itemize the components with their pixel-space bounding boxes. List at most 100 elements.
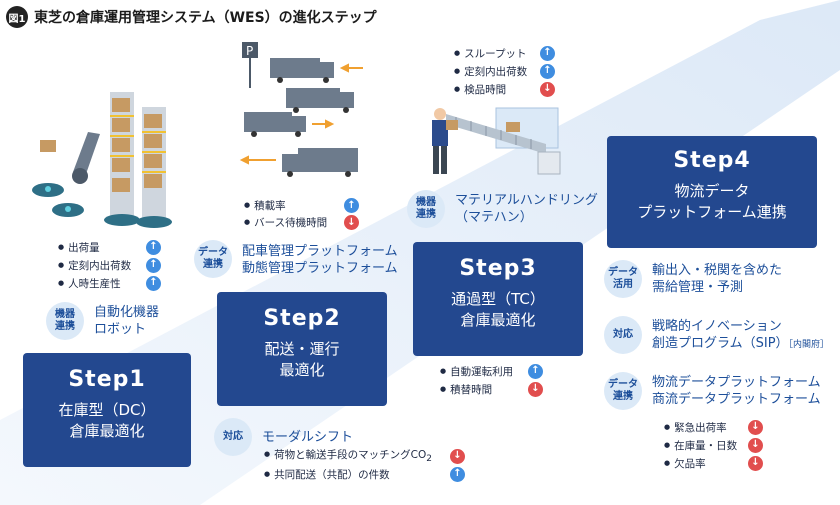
metric-row: 積替時間 ↓ bbox=[440, 380, 543, 398]
step3-pill-text: マテリアルハンドリング （マテハン） bbox=[455, 192, 598, 226]
pill-text-line: 物流データプラットフォーム bbox=[652, 375, 821, 390]
step-desc: 通過型（TC） bbox=[451, 290, 545, 308]
step3-bottom-metrics: 自動運転利用 ↑ 積替時間 ↓ bbox=[440, 362, 543, 398]
step-desc: 倉庫最適化 bbox=[69, 422, 145, 440]
pill-line: 連携 bbox=[613, 391, 633, 402]
pill-text-line: マテリアルハンドリング bbox=[455, 193, 598, 208]
step4-row3-text: 物流データプラットフォーム 商流データプラットフォーム bbox=[652, 374, 821, 408]
pill-text-line: 需給管理・予測 bbox=[652, 280, 744, 295]
warehouse-robot-illustration bbox=[32, 92, 172, 228]
step1-pill-text: 自動化機器 ロボット bbox=[94, 304, 159, 338]
arrow-up-icon: ↑ bbox=[540, 63, 555, 79]
metric-label: 共同配送（共配）の件数 bbox=[264, 467, 450, 482]
figure-title: 東芝の倉庫運用管理システム（WES）の進化ステップ bbox=[34, 10, 377, 26]
arrow-up-icon: ↑ bbox=[450, 466, 465, 482]
pill-text-line: 自動化機器 bbox=[94, 305, 160, 320]
metric-row: 欠品率 ↓ bbox=[664, 454, 763, 472]
pill-line: データ bbox=[198, 247, 228, 258]
arrow-up-icon: ↑ bbox=[146, 257, 161, 273]
metric-row: 自動運転利用 ↑ bbox=[440, 362, 543, 380]
step1-pill: 機器連携 bbox=[46, 302, 84, 340]
step2-bottom-metrics: 荷物と輸送手段のマッチングCO2 ↓ 共同配送（共配）の件数 ↑ bbox=[264, 447, 465, 483]
arrow-down-icon: ↓ bbox=[450, 448, 465, 464]
step-desc: 物流データ bbox=[674, 182, 750, 200]
pill-text-line: 戦略的イノベーション bbox=[652, 319, 782, 334]
svg-text:P: P bbox=[246, 44, 253, 58]
metric-label: バース待機時間 bbox=[244, 215, 344, 230]
metric-row: スループット ↑ bbox=[454, 44, 555, 62]
metric-label: 人時生産性 bbox=[58, 276, 146, 291]
step2-box: Step2 配送・運行 最適化 bbox=[217, 292, 387, 406]
pill-line: データ bbox=[608, 379, 638, 390]
trucks-illustration: P bbox=[239, 42, 363, 177]
step-desc: 最適化 bbox=[279, 361, 325, 379]
pill-text-line: 輸出入・税関を含めた bbox=[652, 263, 783, 278]
step4-pill-data-usage: データ活用 bbox=[604, 260, 642, 298]
pill-line: 機器 bbox=[55, 309, 75, 320]
step1-metrics: 出荷量 ↑ 定刻内出荷数 ↑ 人時生産性 ↑ bbox=[58, 238, 161, 292]
step-label: Step2 bbox=[263, 306, 341, 331]
metric-row: 定刻内出荷数 ↑ bbox=[454, 62, 555, 80]
metric-label: スループット bbox=[454, 46, 540, 61]
metric-label: 欠品率 bbox=[664, 456, 748, 471]
pill-line: 対応 bbox=[613, 329, 633, 340]
step2-bottom-pill: 対応 bbox=[214, 418, 252, 456]
step-desc: 倉庫最適化 bbox=[460, 311, 536, 329]
pill-line: 連携 bbox=[416, 209, 436, 220]
metric-row: バース待機時間 ↓ bbox=[244, 214, 359, 231]
step3-top-metrics: スループット ↑ 定刻内出荷数 ↑ 検品時間 ↓ bbox=[454, 44, 555, 98]
pill-text-line: ロボット bbox=[94, 322, 147, 337]
step2-pill: データ連携 bbox=[194, 240, 232, 278]
sip-text: 創造プログラム（SIP） bbox=[652, 336, 789, 351]
step-desc: プラットフォーム連携 bbox=[637, 203, 787, 221]
metric-row: 検品時間 ↓ bbox=[454, 80, 555, 98]
step4-pill-data-link: データ連携 bbox=[604, 372, 642, 410]
arrow-down-icon: ↓ bbox=[344, 215, 359, 230]
metric-row: 定刻内出荷数 ↑ bbox=[58, 256, 161, 274]
arrow-down-icon: ↓ bbox=[748, 455, 763, 471]
step-label: Step3 bbox=[459, 256, 537, 281]
pill-line: 対応 bbox=[223, 431, 243, 442]
metric-label: 在庫量・日数 bbox=[664, 438, 748, 453]
arrow-down-icon: ↓ bbox=[528, 381, 543, 397]
metric-subscript: 2 bbox=[426, 454, 432, 465]
arrow-down-icon: ↓ bbox=[748, 437, 763, 453]
step-label: Step1 bbox=[68, 367, 146, 392]
metric-label: 緊急出荷率 bbox=[664, 420, 748, 435]
arrow-up-icon: ↑ bbox=[540, 45, 555, 61]
arrow-down-icon: ↓ bbox=[748, 419, 763, 435]
metric-label: 出荷量 bbox=[58, 240, 146, 255]
pill-line: 連携 bbox=[203, 259, 223, 270]
metric-row: 人時生産性 ↑ bbox=[58, 274, 161, 292]
step4-box: Step4 物流データ プラットフォーム連携 bbox=[607, 136, 817, 248]
arrow-up-icon: ↑ bbox=[344, 198, 359, 213]
metric-label: 積載率 bbox=[244, 198, 344, 213]
metric-label: 定刻内出荷数 bbox=[58, 258, 146, 273]
metric-label: 検品時間 bbox=[454, 82, 540, 97]
metric-row: 共同配送（共配）の件数 ↑ bbox=[264, 465, 465, 483]
pill-text-line: 配車管理プラットフォーム bbox=[242, 244, 398, 259]
step3-pill: 機器連携 bbox=[407, 190, 445, 228]
pill-text-line: （マテハン） bbox=[455, 210, 533, 225]
arrow-up-icon: ↑ bbox=[146, 275, 161, 291]
pill-text-line: 商流データプラットフォーム bbox=[652, 392, 821, 407]
step1-box: Step1 在庫型（DC） 倉庫最適化 bbox=[23, 353, 191, 467]
pill-text-line: 動態管理プラットフォーム bbox=[242, 261, 398, 276]
metric-row: 荷物と輸送手段のマッチングCO2 ↓ bbox=[264, 447, 465, 465]
step2-pill-text: 配車管理プラットフォーム 動態管理プラットフォーム bbox=[242, 243, 398, 277]
metric-text: 荷物と輸送手段のマッチングCO bbox=[274, 449, 427, 462]
step2-metrics: 積載率 ↑ バース待機時間 ↓ bbox=[244, 197, 359, 231]
pill-line: 連携 bbox=[55, 321, 75, 332]
metric-label: 自動運転利用 bbox=[440, 364, 528, 379]
pill-line: 機器 bbox=[416, 197, 436, 208]
metric-row: 出荷量 ↑ bbox=[58, 238, 161, 256]
step-desc: 配送・運行 bbox=[264, 340, 340, 358]
step-desc: 在庫型（DC） bbox=[58, 401, 156, 419]
metric-row: 積載率 ↑ bbox=[244, 197, 359, 214]
metric-row: 在庫量・日数 ↓ bbox=[664, 436, 763, 454]
metric-row: 緊急出荷率 ↓ bbox=[664, 418, 763, 436]
cabinet-office-note: ［内閣府］ bbox=[788, 340, 830, 350]
metric-label: 積替時間 bbox=[440, 382, 528, 397]
step4-pill-response: 対応 bbox=[604, 316, 642, 354]
step4-metrics: 緊急出荷率 ↓ 在庫量・日数 ↓ 欠品率 ↓ bbox=[664, 418, 763, 472]
